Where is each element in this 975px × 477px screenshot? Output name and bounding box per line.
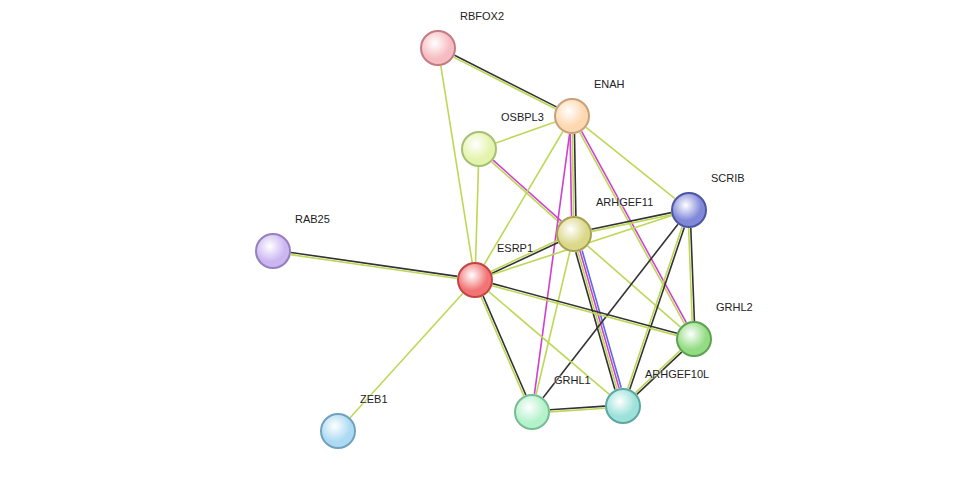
interaction-edge (628, 227, 685, 390)
evidence-strand (441, 66, 472, 262)
evidence-strand (350, 293, 463, 417)
evidence-strand (492, 286, 676, 336)
protein-label: RAB25 (295, 213, 330, 225)
evidence-strand (582, 131, 687, 322)
interaction-edge (536, 252, 570, 395)
protein-label: GRHL2 (716, 301, 753, 313)
evidence-strand (291, 252, 457, 276)
interaction-edge (476, 167, 479, 262)
evidence-strand (454, 57, 556, 109)
interaction-edge (496, 122, 555, 143)
evidence-strand (550, 408, 605, 412)
evidence-strand (493, 284, 677, 334)
evidence-strand (476, 167, 479, 262)
evidence-strand (496, 122, 555, 143)
interaction-edge (492, 284, 677, 336)
protein-label: RBFOX2 (460, 10, 504, 22)
protein-node: ESRP1 (457, 262, 493, 298)
evidence-strand (628, 227, 683, 389)
evidence-strand (536, 252, 570, 395)
protein-label: OSBPL3 (501, 111, 544, 123)
evidence-strand (572, 134, 573, 216)
interaction-edge (441, 66, 472, 262)
interaction-edge (576, 250, 621, 389)
interaction-edge (454, 55, 557, 109)
evidence-strand (483, 296, 526, 395)
evidence-strand (689, 228, 693, 321)
evidence-strand (481, 297, 524, 396)
protein-node: ENAH (554, 98, 590, 134)
protein-label: ESRP1 (497, 242, 533, 254)
evidence-strand (489, 292, 610, 395)
interaction-edge (291, 252, 458, 278)
evidence-strand (591, 213, 671, 230)
protein-label: ARHGEF10L (645, 368, 709, 380)
evidence-strand (291, 255, 457, 279)
protein-label: ZEB1 (360, 393, 388, 405)
protein-node: GRHL1 (514, 394, 550, 430)
interaction-edge (350, 293, 463, 417)
evidence-strand (578, 252, 617, 389)
evidence-strand (580, 251, 619, 388)
protein-node: RAB25 (255, 233, 291, 269)
evidence-strand (492, 243, 558, 274)
protein-label: GRHL1 (554, 374, 591, 386)
protein-label: ENAH (594, 78, 625, 90)
protein-label: ARHGEF11 (596, 196, 653, 208)
interaction-edge (481, 296, 526, 396)
evidence-strand (576, 252, 615, 389)
evidence-strand (455, 55, 557, 107)
interaction-edge (491, 241, 558, 274)
interaction-edge (689, 228, 695, 321)
protein-node: GRHL2 (676, 321, 712, 357)
protein-node: ARHGEF10L (605, 388, 641, 424)
interaction-edge (570, 134, 576, 216)
protein-label: SCRIB (711, 172, 745, 184)
protein-node: RBFOX2 (420, 30, 456, 66)
interaction-edge (489, 292, 610, 395)
protein-node: OSBPL3 (461, 131, 497, 167)
evidence-strand (492, 162, 560, 223)
protein-node: ARHGEF11 (556, 216, 592, 252)
protein-node: SCRIB (671, 192, 707, 228)
evidence-strand (570, 134, 571, 216)
protein-node: ZEB1 (320, 413, 356, 449)
evidence-strand (575, 134, 576, 216)
interaction-edge (550, 406, 605, 412)
